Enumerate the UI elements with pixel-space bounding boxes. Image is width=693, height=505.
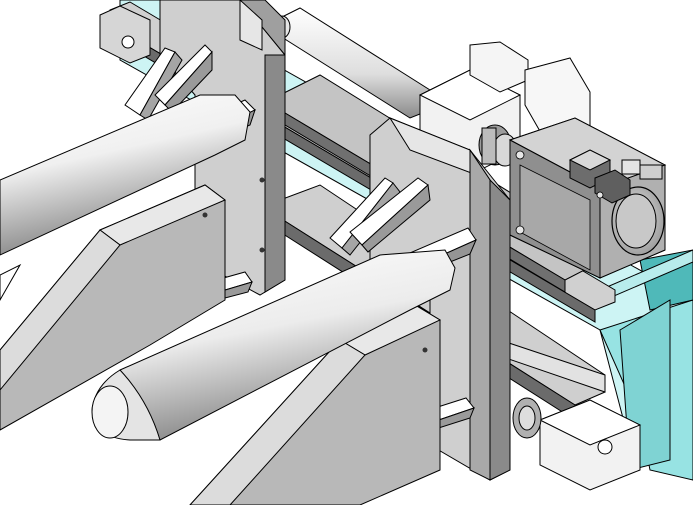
foreground-jaw-edges	[0, 263, 22, 302]
bearing-block-right	[512, 397, 642, 491]
workpiece-cylinder-front	[91, 249, 456, 441]
servo-motor	[508, 117, 667, 279]
upper-left-bracket	[99, 5, 151, 64]
rear-lower-jaw	[0, 184, 226, 431]
front-gripper-plate	[369, 116, 511, 481]
workpiece-cylinder-rear	[0, 94, 251, 256]
motor-connector	[568, 149, 663, 204]
motor-mounting-bolts	[515, 150, 604, 235]
cylinder-end-cap	[91, 385, 129, 439]
front-lower-jaw	[189, 304, 442, 505]
